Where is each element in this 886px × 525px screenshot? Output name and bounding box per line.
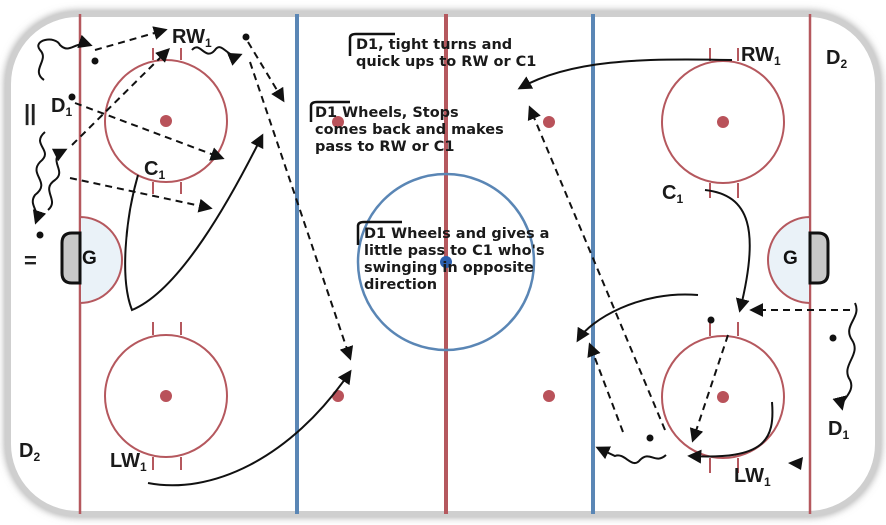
goalie-label-left: G [82, 248, 97, 269]
skate-path [687, 401, 774, 464]
faceoff-dot [717, 116, 729, 128]
right-net [808, 231, 830, 285]
faceoff-dot [160, 115, 172, 127]
player-label-rw-left: RW1 [172, 26, 212, 50]
skate-path [191, 46, 243, 66]
puck-dot [242, 33, 250, 41]
skate-path [517, 58, 733, 90]
pass-path [71, 48, 170, 146]
puck-dot [707, 316, 715, 324]
skate-path [31, 131, 47, 225]
goalie-label-right: G [783, 248, 798, 269]
puck-dot [646, 434, 654, 442]
skate-path [832, 302, 858, 411]
player-label-d1-right: D1 [828, 418, 850, 442]
skate-path [704, 189, 751, 313]
player-label-rw-right: RW1 [741, 44, 781, 68]
note-bracket [348, 32, 395, 56]
player-label-c1-right: C1 [662, 182, 684, 206]
left-net [60, 231, 82, 285]
arrow-head-icon [788, 457, 803, 470]
pass-path [94, 26, 168, 51]
drill-note-1: D1, tight turns and quick ups to RW or C… [356, 37, 537, 70]
note-bracket [309, 100, 350, 122]
skate-path [37, 34, 93, 81]
skate-path [47, 148, 68, 211]
pass-path [527, 105, 666, 431]
faceoff-circle-right-top [661, 48, 785, 198]
player-label-d2-right: D2 [826, 47, 848, 71]
drill-note-2: D1 Wheels, Stops comes back and makes pa… [315, 105, 504, 155]
puck-dot [829, 334, 837, 342]
pass-path [689, 334, 729, 443]
neutral-dot [543, 390, 555, 402]
drill-paths-right [517, 58, 858, 465]
neutral-dot [332, 390, 344, 402]
skate-path [147, 369, 352, 487]
skate-path [124, 133, 264, 312]
faceoff-dot [160, 390, 172, 402]
faceoff-dot [717, 391, 729, 403]
neutral-dot [332, 116, 344, 128]
line-change-mark: || [24, 100, 37, 125]
puck-dot [36, 231, 44, 239]
drill-paths-left [31, 26, 354, 487]
skate-path [576, 293, 699, 343]
puck-dot [68, 93, 76, 101]
player-label-d1-left: D1 [51, 95, 73, 119]
pass-path [74, 102, 225, 161]
player-label-lw-right: LW1 [734, 465, 771, 489]
skate-path [595, 446, 667, 465]
player-label-d2-left: D2 [19, 440, 41, 464]
left-crease [79, 215, 123, 305]
center-faceoff-circle [356, 172, 536, 352]
player-label-c1-left: C1 [144, 158, 166, 182]
player-label-lw-left: LW1 [110, 450, 147, 474]
faceoff-circle-left-bottom [104, 322, 228, 470]
neutral-dot [543, 116, 555, 128]
line-change-mark: = [24, 248, 37, 273]
right-crease [767, 215, 811, 305]
pass-path [587, 342, 624, 433]
drill-note-3: D1 Wheels and gives a little pass to C1 … [364, 226, 550, 293]
pass-path [249, 61, 354, 361]
note-bracket [356, 220, 402, 245]
center-faceoff-dot [440, 256, 452, 268]
faceoff-circle-right-bottom [661, 322, 785, 473]
puck-dot [91, 57, 99, 65]
